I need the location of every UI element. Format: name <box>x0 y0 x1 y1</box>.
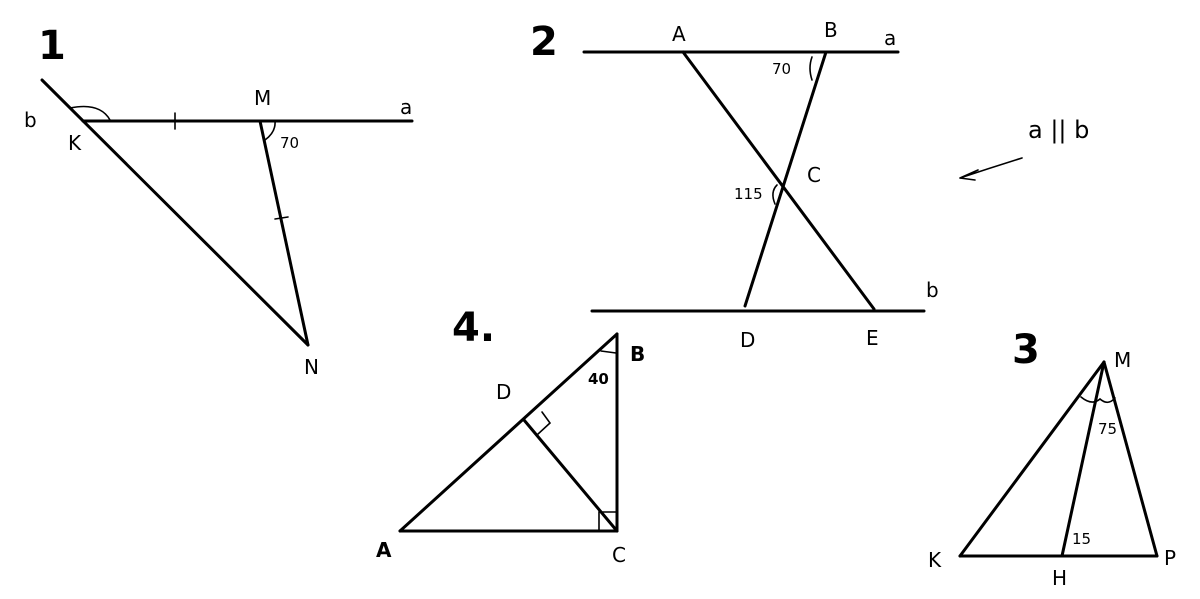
angle-b-value: 70 <box>772 60 792 78</box>
line-a-label: a <box>400 95 413 119</box>
figure-4 <box>398 332 619 533</box>
line-b-label: b <box>24 108 37 132</box>
parallel-note: a || b <box>1028 116 1090 144</box>
point-b-label: B <box>824 18 838 42</box>
point-d-label: D <box>496 380 512 404</box>
angle-b-value: 40 <box>588 370 609 388</box>
angle-m-value: 75 <box>1098 420 1118 438</box>
point-c-label: C <box>612 543 626 567</box>
point-h-label: H <box>1052 566 1068 590</box>
point-b-label: B <box>630 342 646 366</box>
point-p-label: P <box>1164 546 1177 570</box>
point-d-label: D <box>740 328 756 352</box>
figure-3 <box>958 360 1159 558</box>
line-a-label: a <box>884 26 897 50</box>
angle-c-value: 115 <box>734 185 763 203</box>
angle-h-value: 15 <box>1072 530 1092 548</box>
point-k-label: K <box>928 548 942 572</box>
figure-1 <box>40 78 414 347</box>
point-a-label: A <box>376 538 392 562</box>
point-k-label: K <box>68 131 82 155</box>
point-m-label: M <box>1114 348 1132 372</box>
point-a-label: A <box>672 22 686 46</box>
point-n-label: N <box>304 355 319 379</box>
point-e-label: E <box>866 326 879 350</box>
figure-4-number: 4. <box>452 305 496 351</box>
figure-2-number: 2 <box>530 19 558 65</box>
point-m-label: M <box>254 86 272 110</box>
angle-m-value: 70 <box>280 134 300 152</box>
figure-2 <box>582 50 1023 313</box>
figure-1-number: 1 <box>38 23 66 69</box>
point-c-label: C <box>807 163 821 187</box>
figure-3-number: 3 <box>1012 327 1040 373</box>
line-b-label: b <box>926 278 939 302</box>
